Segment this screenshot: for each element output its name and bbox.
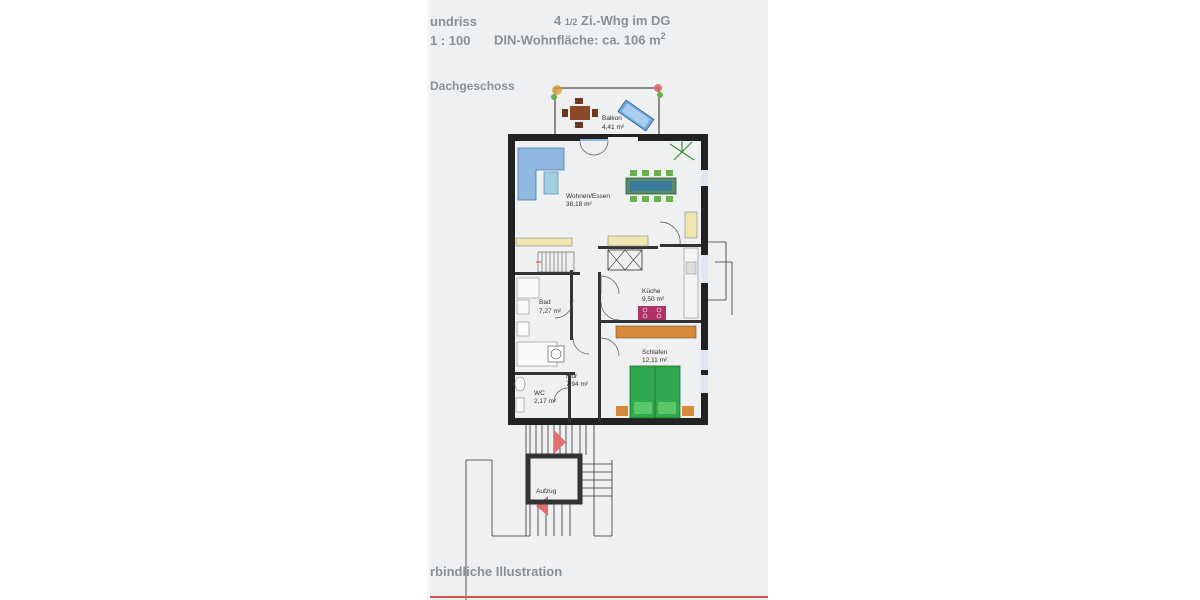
sun-lounger	[617, 99, 655, 132]
balcony: Balkon 4,41 m²	[551, 84, 663, 137]
wohnen-area: 38,18 m²	[566, 201, 592, 208]
footer-red-rule	[430, 596, 768, 598]
header-unit-type: 4 1/2 Zi.-Whg im DG	[554, 13, 671, 28]
kueche-area: 9,50 m²	[642, 296, 665, 303]
stair-arrow-icon	[554, 430, 566, 454]
header-scale: 1 : 100	[430, 33, 471, 48]
sheet-shadow	[425, 0, 431, 600]
interior-walls	[515, 244, 701, 422]
outer-walls	[508, 134, 708, 425]
aufzug-name: Aufzug	[536, 488, 557, 495]
floor-plan-drawing: Balkon 4,41 m²	[465, 84, 733, 600]
living-furniture: Wohnen/Essen 38,18 m²	[515, 140, 698, 247]
wardrobe	[615, 325, 697, 339]
balcony-table	[570, 106, 590, 120]
balkon-area: 4,41 m²	[602, 124, 625, 131]
floor-label: Dachgeschoss	[430, 79, 515, 93]
wohnen-name: Wohnen/Essen	[566, 193, 610, 200]
schlafen-area: 12,11 m²	[642, 357, 668, 364]
kitchen-furniture: Küche 9,50 m²	[607, 247, 699, 320]
floor-plan-sheet: undriss 1 : 100 4 1/2 Zi.-Whg im DG DIN-…	[430, 0, 768, 600]
bedroom-furniture: Schlafen 12,11 m²	[615, 325, 697, 419]
bathroom-fixtures: Bad 7,27 m²	[516, 277, 565, 367]
footer-disclaimer: rbindliche Illustration	[430, 564, 563, 579]
header-living-area: DIN-Wohnfläche: ca. 106 m2	[494, 31, 666, 48]
door-swings	[553, 140, 681, 403]
coffee-table	[543, 171, 559, 195]
bad-area: 7,27 m²	[539, 308, 562, 315]
wc-area: 2,17 m²	[534, 398, 557, 405]
wc-fixtures: WC 2,17 m²	[514, 376, 557, 413]
internal-stair	[536, 251, 575, 273]
bad-name: Bad	[539, 299, 551, 306]
elevator: Aufzug	[525, 453, 583, 505]
schlafen-name: Schlafen	[642, 349, 668, 356]
flur-area: 7,94 m²	[566, 381, 589, 388]
plant-icon	[669, 140, 695, 161]
balkon-name: Balkon	[602, 115, 622, 122]
hob-icon	[638, 306, 666, 320]
wc-name: WC	[534, 390, 545, 397]
kueche-name: Küche	[642, 288, 661, 295]
header-title-left: undriss	[430, 14, 477, 29]
flur-name: Flur	[566, 373, 578, 380]
